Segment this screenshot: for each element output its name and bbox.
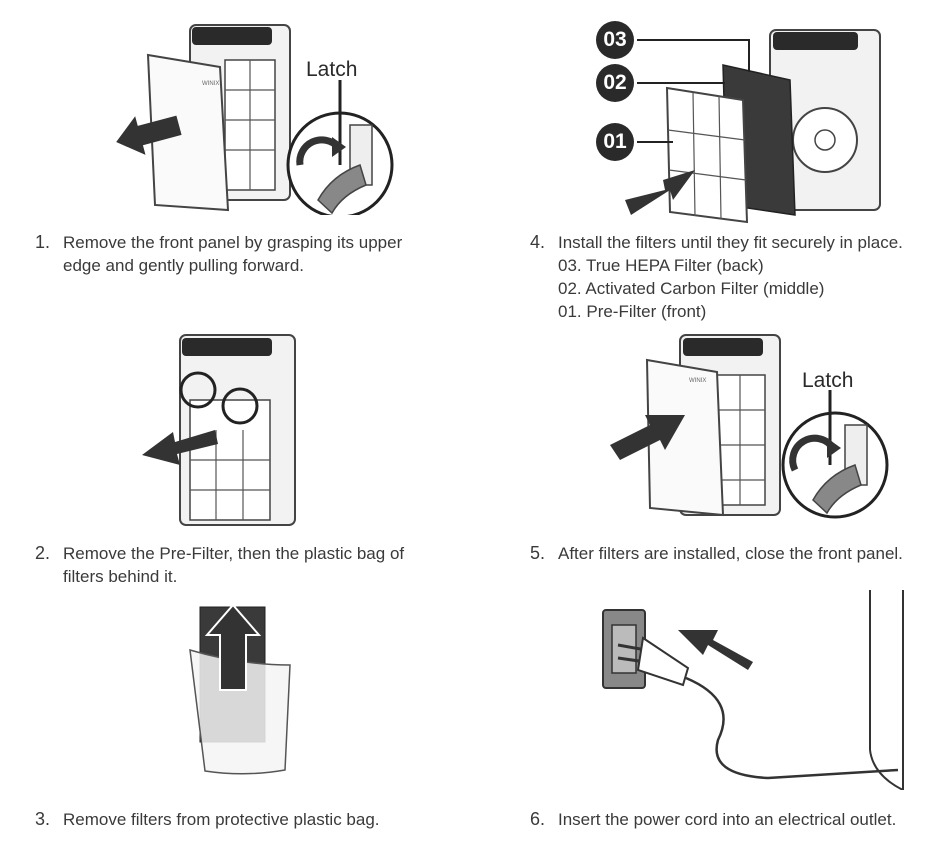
step-text-line: Insert the power cord into an electrical… (558, 810, 897, 829)
step-number: 2. (35, 543, 51, 563)
front-panel: WINIX (645, 358, 725, 517)
step-text-line: Install the filters until they fit secur… (558, 233, 903, 252)
arrow-right-icon (610, 415, 685, 460)
power-cord (685, 676, 899, 780)
filter-order-item: 01. Pre-Filter (front) (558, 302, 707, 321)
power-plug (617, 636, 690, 687)
filter-order-item: 02. Activated Carbon Filter (middle) (558, 279, 825, 298)
illustration-plastic-bag (189, 603, 291, 775)
purifier-unit (179, 334, 296, 526)
illustration-close-front-panel: WINIX (610, 334, 889, 519)
filter-order-item: 03. True HEPA Filter (back) (558, 256, 764, 275)
step-number: 4. (530, 232, 546, 252)
latch-callout (286, 80, 394, 215)
front-panel: WINIX (146, 53, 230, 212)
latch-callout (781, 390, 889, 519)
step-number: 3. (35, 809, 51, 829)
tab-highlight-circles (179, 371, 259, 425)
latch-label: Latch (306, 58, 358, 81)
step-text-line: edge and gently pulling forward. (63, 256, 304, 275)
step-text-line: Remove the front panel by grasping its u… (63, 233, 403, 252)
step-number: 5. (530, 543, 546, 563)
arrow-left-icon (142, 430, 218, 465)
illustration-remove-prefilter (142, 334, 296, 526)
step-text-line: After filters are installed, close the f… (558, 544, 903, 563)
brand-mark: WINIX (202, 81, 219, 87)
step-number: 1. (35, 232, 51, 252)
latch-label: Latch (802, 369, 854, 392)
illustration-power-cord (602, 590, 904, 790)
arrow-right-icon (625, 170, 695, 215)
illustration-remove-front-panel: WINIX (116, 24, 394, 215)
illustration-install-filters (596, 21, 881, 224)
step-text-line: filters behind it. (63, 567, 178, 586)
filter-badge-01: 01 (603, 130, 627, 153)
step-number: 6. (530, 809, 546, 829)
arrow-up-icon (204, 603, 262, 691)
arrow-left-icon (116, 115, 182, 155)
pre-filter (665, 86, 749, 224)
step-text-line: Remove filters from protective plastic b… (63, 810, 380, 829)
filter-badge-02: 02 (603, 71, 627, 94)
purifier-side (869, 590, 904, 790)
brand-mark: WINIX (689, 378, 706, 384)
step-text-line: Remove the Pre-Filter, then the plastic … (63, 544, 405, 563)
filter-badge-03: 03 (603, 28, 627, 51)
arrow-left-icon (678, 630, 753, 670)
filter-number-callouts (637, 39, 750, 143)
